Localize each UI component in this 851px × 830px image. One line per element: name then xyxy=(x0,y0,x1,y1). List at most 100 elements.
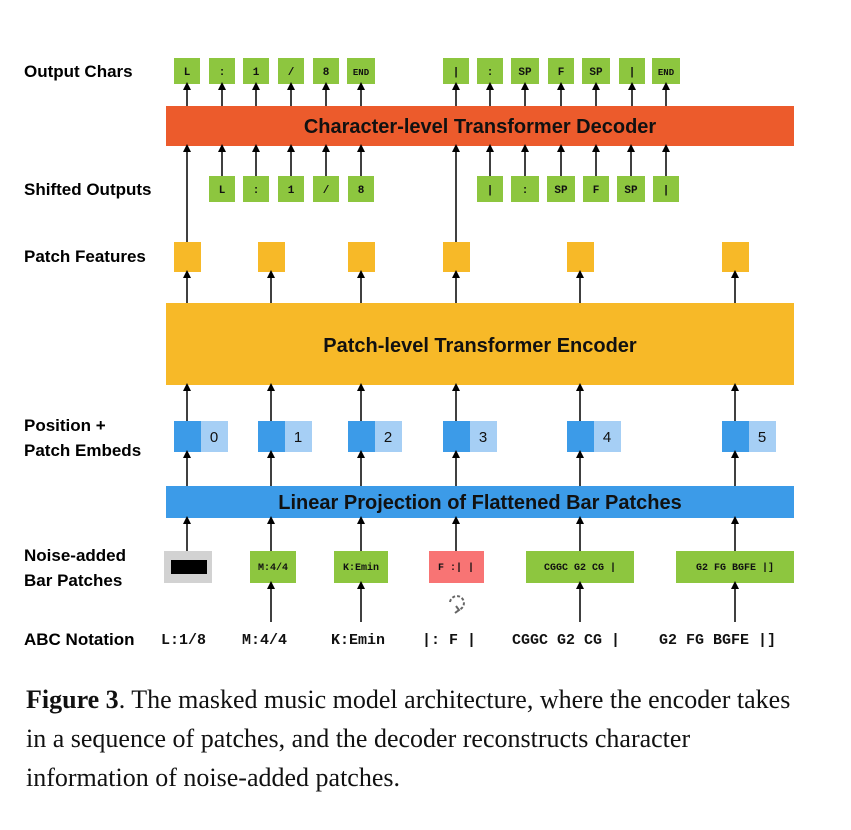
abc-token: CGGC G2 CG | xyxy=(512,632,620,649)
output-char-label: : xyxy=(487,67,494,79)
noise-patch-box: CGGC G2 CG | xyxy=(526,551,634,583)
noise-patch-box: M:4/4 xyxy=(250,551,296,583)
label-position-line1: Position + xyxy=(24,416,106,435)
abc-token: M:4/4 xyxy=(242,632,287,649)
position-index: 5 xyxy=(758,429,766,446)
shifted-char-box: | xyxy=(477,176,503,202)
abc-token: |: F | xyxy=(422,632,476,649)
abc-token: G2 FG BGFE |] xyxy=(659,632,776,649)
mask-block xyxy=(171,560,207,574)
output-char-box: F xyxy=(548,58,574,84)
output-chars-group-1: L : 1 / 8 END xyxy=(174,58,375,84)
noise-patch-box: G2 FG BGFE |] xyxy=(676,551,794,583)
shifted-char-label: | xyxy=(663,185,670,197)
shifted-char-box: L xyxy=(209,176,235,202)
label-patch-features: Patch Features xyxy=(24,247,146,266)
shifted-char-label: : xyxy=(522,185,529,197)
shifted-char-label: : xyxy=(253,185,260,197)
patch-feature-box xyxy=(567,242,594,272)
noise-patch-label: K:Emin xyxy=(343,562,379,574)
noise-patch-label: M:4/4 xyxy=(258,562,288,574)
projection-band xyxy=(166,486,794,518)
shifted-char-box: : xyxy=(243,176,269,202)
shifted-char-label: SP xyxy=(554,185,568,197)
patch-feature-box xyxy=(348,242,375,272)
shifted-char-box: F xyxy=(583,176,609,202)
embed-pair: 0 xyxy=(174,421,228,452)
shifted-char-box: 8 xyxy=(348,176,374,202)
output-char-box: SP xyxy=(511,58,539,84)
decoder-label: Character-level Transformer Decoder xyxy=(304,116,657,138)
noise-patch-box: K:Emin xyxy=(334,551,388,583)
patch-feature-box xyxy=(443,242,470,272)
shifted-char-box: : xyxy=(511,176,539,202)
shifted-outputs-group-1: L : 1 / 8 xyxy=(209,176,374,202)
output-char-label: END xyxy=(658,68,675,78)
architecture-diagram: Output Chars Shifted Outputs Patch Featu… xyxy=(24,58,794,649)
noise-shuffle-icon xyxy=(449,595,465,614)
output-char-box: | xyxy=(619,58,645,84)
caption-text: . The masked music model architecture, w… xyxy=(26,685,791,792)
output-char-label: SP xyxy=(589,67,603,79)
patch-feature-box xyxy=(174,242,201,272)
output-char-box: END xyxy=(652,58,680,84)
shifted-decoder-arrows xyxy=(218,144,670,176)
output-char-box: / xyxy=(278,58,304,84)
output-char-label: 1 xyxy=(253,67,260,79)
output-char-label: SP xyxy=(518,67,532,79)
shifted-char-box: SP xyxy=(547,176,575,202)
position-index: 1 xyxy=(294,429,302,446)
embed-pair: 1 xyxy=(258,421,312,452)
output-char-label: END xyxy=(353,68,370,78)
output-char-box: END xyxy=(347,58,375,84)
output-char-box: : xyxy=(477,58,503,84)
output-char-label: F xyxy=(558,67,565,79)
shifted-char-box: 1 xyxy=(278,176,304,202)
shifted-char-label: L xyxy=(219,185,226,197)
output-char-box: | xyxy=(443,58,469,84)
feature-decoder-arrows xyxy=(183,144,460,242)
patch-feature-box xyxy=(722,242,749,272)
abc-notation-row: L:1/8 M:4/4 K:Emin |: F | CGGC G2 CG | G… xyxy=(161,632,776,649)
shifted-char-box: | xyxy=(653,176,679,202)
shifted-char-label: F xyxy=(593,185,600,197)
output-chars-group-2: | : SP F SP | END xyxy=(443,58,680,84)
projection-label: Linear Projection of Flattened Bar Patch… xyxy=(278,492,681,514)
figure-caption: Figure 3. The masked music model archite… xyxy=(26,680,816,797)
embed-encoder-arrows xyxy=(183,383,739,421)
noise-patch-label: G2 FG BGFE |] xyxy=(696,562,774,574)
abc-token: L:1/8 xyxy=(161,632,206,649)
patch-feature-box xyxy=(258,242,285,272)
noise-patch-label: F :| | xyxy=(438,562,474,574)
output-char-label: | xyxy=(453,67,460,79)
noise-patch-label: CGGC G2 CG | xyxy=(544,562,616,574)
shifted-outputs-group-2: | : SP F SP | xyxy=(477,176,679,202)
output-char-box: 1 xyxy=(243,58,269,84)
masked-patch-gray xyxy=(164,551,212,583)
output-char-label: / xyxy=(288,67,295,79)
label-position-line2: Patch Embeds xyxy=(24,441,141,460)
projection-embed-arrows xyxy=(183,450,739,486)
label-shifted-outputs: Shifted Outputs xyxy=(24,180,151,199)
output-char-label: L xyxy=(184,67,191,79)
decoder-output-arrows xyxy=(183,82,670,106)
patch-features xyxy=(174,242,749,272)
shifted-char-label: | xyxy=(487,185,494,197)
patch-projection-arrows xyxy=(183,516,739,551)
label-abc-notation: ABC Notation xyxy=(24,630,134,649)
position-index: 2 xyxy=(384,429,392,446)
decoder-band xyxy=(166,106,794,146)
position-index: 3 xyxy=(479,429,487,446)
embed-pair: 2 xyxy=(348,421,402,452)
embed-pair: 5 xyxy=(722,421,776,452)
output-char-box: : xyxy=(209,58,235,84)
shifted-char-box: / xyxy=(313,176,339,202)
noise-patch-box-masked: F :| | xyxy=(429,551,484,583)
label-noise-line1: Noise-added xyxy=(24,546,126,565)
abc-patch-arrows xyxy=(267,581,739,622)
position-index: 0 xyxy=(210,429,218,446)
output-char-label: | xyxy=(629,67,636,79)
encoder-label: Patch-level Transformer Encoder xyxy=(323,335,637,357)
shifted-char-label: SP xyxy=(624,185,638,197)
noise-patches: M:4/4 K:Emin F :| | CGGC G2 CG | G2 FG B… xyxy=(164,551,794,583)
